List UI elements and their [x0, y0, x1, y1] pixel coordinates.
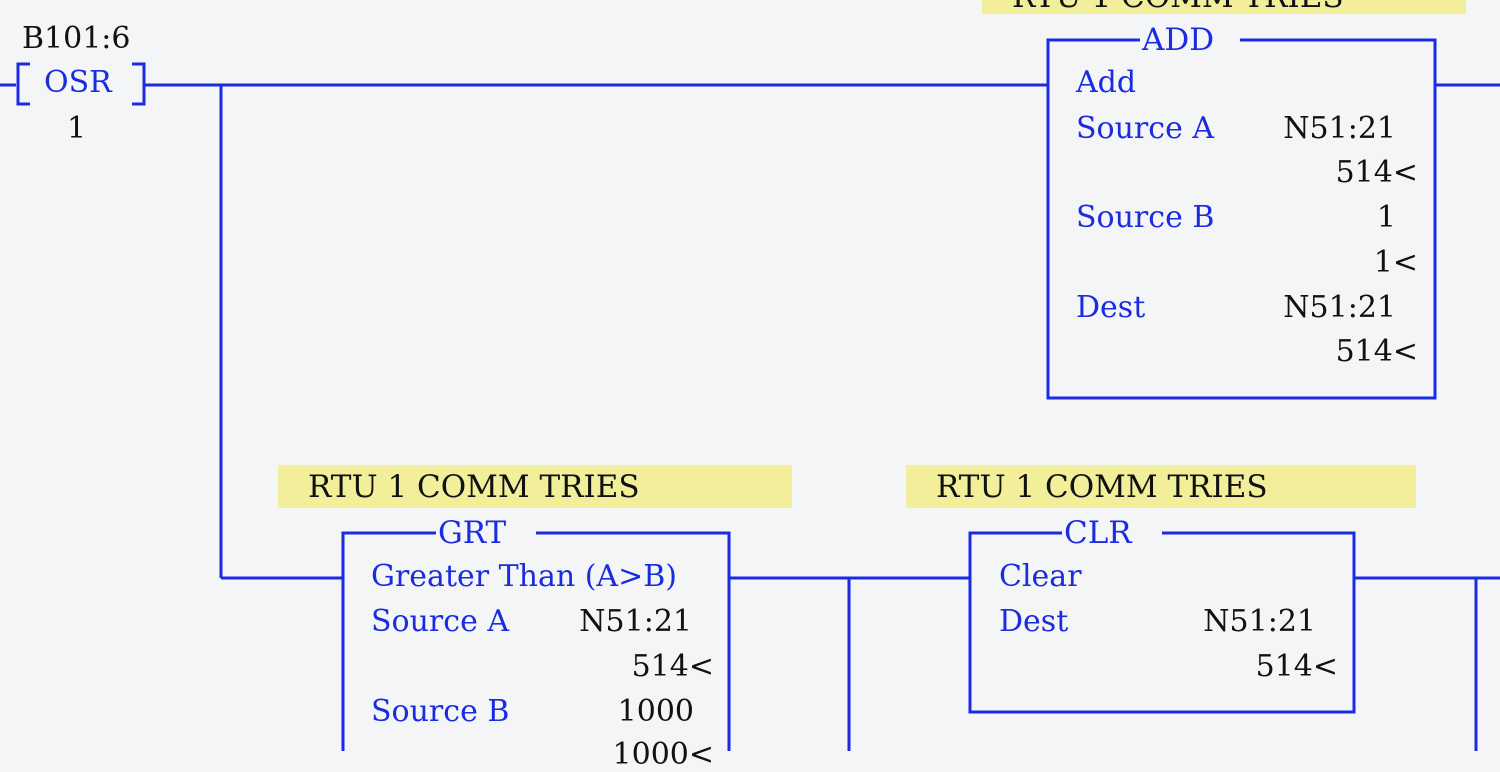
grt-title: Greater Than (A>B) — [371, 559, 677, 594]
grt-mnemonic[interactable]: GRT — [438, 515, 507, 551]
osr-bit: 1 — [67, 111, 87, 146]
grt-source-b-addr: 1000 — [617, 694, 694, 729]
add-mnemonic[interactable]: ADD — [1142, 22, 1215, 58]
add-source-a-addr: N51:21 — [1283, 111, 1396, 146]
ladder-rung — [0, 38, 1500, 751]
add-comment-banner: RTU 1 COMM TRIES — [982, 0, 1466, 14]
add-source-a-label: Source A — [1076, 111, 1215, 146]
clr-dest-value: 514< — [1255, 649, 1338, 684]
clr-comment: RTU 1 COMM TRIES — [936, 469, 1268, 505]
grt-source-b-label: Source B — [371, 694, 510, 729]
add-source-a-value: 514< — [1335, 155, 1418, 190]
clr-dest-addr: N51:21 — [1203, 604, 1316, 639]
clr-title: Clear — [999, 559, 1082, 594]
osr-address: B101:6 — [22, 21, 131, 56]
add-dest-value: 514< — [1335, 334, 1418, 369]
osr-mnemonic[interactable]: OSR — [44, 65, 112, 100]
osr-bracket-right — [132, 62, 146, 106]
add-dest-label: Dest — [1076, 290, 1146, 325]
clr-comment-banner: RTU 1 COMM TRIES — [906, 465, 1416, 508]
grt-source-a-label: Source A — [371, 604, 510, 639]
add-box — [1046, 38, 1437, 400]
add-source-b-value: 1< — [1373, 245, 1418, 280]
add-dest-addr: N51:21 — [1283, 290, 1396, 325]
add-title: Add — [1076, 65, 1137, 100]
grt-source-a-value: 514< — [631, 649, 714, 684]
osr-bracket-left — [16, 62, 30, 106]
clr-box — [968, 531, 1356, 714]
grt-box — [341, 531, 731, 751]
grt-comment: RTU 1 COMM TRIES — [308, 469, 640, 505]
grt-comment-banner: RTU 1 COMM TRIES — [278, 465, 792, 508]
add-comment: RTU 1 COMM TRIES — [1012, 0, 1344, 13]
grt-source-a-addr: N51:21 — [579, 604, 692, 639]
clr-mnemonic[interactable]: CLR — [1064, 515, 1132, 551]
clr-dest-label: Dest — [999, 604, 1069, 639]
grt-source-b-value: 1000< — [612, 737, 714, 772]
add-source-b-label: Source B — [1076, 200, 1215, 235]
add-source-b-addr: 1 — [1376, 200, 1396, 235]
